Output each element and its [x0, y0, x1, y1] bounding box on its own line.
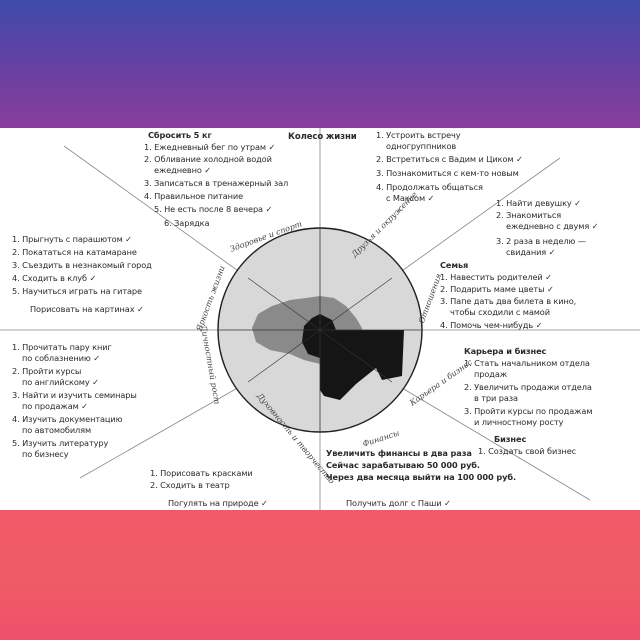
leisure-item-1: 1. Прыгнуть с парашютом ✓ [12, 234, 132, 244]
friends-item-1: 1. Устроить встречу одногруппников [376, 130, 461, 151]
career-header: Карьера и бизнес [464, 346, 547, 356]
family-item-1: 1. Навестить родителей ✓ [440, 272, 552, 282]
career-item-3: 3. Пройти курсы по продажам и личностном… [464, 406, 593, 427]
career-sub-item-1: 1. Создать свой бизнес [478, 446, 577, 456]
finance-line-1: Увеличить финансы в два раза [326, 448, 472, 458]
wheel-diagram [0, 128, 640, 510]
growth-item-4: 4. Изучить документацию по автомобилям [12, 414, 123, 435]
leisure-item-3: 3. Съездить в незнакомый город [12, 260, 152, 270]
divider-diagonal-br [391, 381, 591, 501]
spiritual-footer: Погулять на природе ✓ [168, 498, 268, 508]
career-sub-header: Бизнес [494, 434, 527, 444]
spiritual-item-2: 2. Сходить в театр [150, 480, 230, 490]
growth-item-2: 2. Пройти курсы по английскому ✓ [12, 366, 99, 387]
friends-item-3: 3. Познакомиться с кем-то новым [376, 168, 519, 178]
health-item-2: 2. Обливание холодной водой ежедневно ✓ [144, 154, 272, 175]
finance-line-2: Сейчас зарабатываю 50 000 руб. [326, 460, 480, 470]
background-top-band [0, 0, 640, 128]
finance-footer: Получить долг с Паши ✓ [346, 498, 451, 508]
divider-diagonal-tr [391, 157, 561, 279]
growth-item-3: 3. Найти и изучить семинары по продажам … [12, 390, 137, 411]
health-header: Сбросить 5 кг [148, 130, 212, 140]
wheel-title: Колесо жизни [288, 132, 357, 142]
leisure-item-5: 5. Научиться играть на гитаре [12, 286, 142, 296]
health-item-3: 3. Записаться в тренажерный зал [144, 178, 289, 188]
growth-item-5: 5. Изучить литературу по бизнесу [12, 438, 109, 459]
relationships-item-3: 3. 2 раза в неделю — свидания ✓ [496, 236, 586, 257]
relationships-item-2: 2. Знакомиться ежедневно с двумя ✓ [496, 210, 599, 231]
health-item-5: 5. Не есть после 8 вечера ✓ [144, 204, 273, 214]
friends-item-4: 4. Продолжать общаться с Максом ✓ [376, 182, 483, 203]
leisure-footer: Порисовать на картинах ✓ [30, 304, 144, 314]
divider-diagonal-tl [63, 145, 249, 279]
leisure-item-2: 2. Покататься на катамаране [12, 247, 137, 257]
relationships-item-1: 1. Найти девушку ✓ [496, 198, 581, 208]
family-item-3: 3. Папе дать два билета в кино, чтобы сх… [440, 296, 577, 317]
health-item-1: 1. Ежедневный бег по утрам ✓ [144, 142, 276, 152]
health-item-6: 6. Зарядка [144, 218, 210, 228]
spiritual-item-1: 1. Порисовать красками [150, 468, 253, 478]
wheel-axis-diag2 [247, 277, 393, 383]
family-item-2: 2. Подарить маме цветы ✓ [440, 284, 554, 294]
career-item-2: 2. Увеличить продажи отдела в три раза [464, 382, 592, 403]
finance-line-3: Через два месяца выйти на 100 000 руб. [326, 472, 516, 482]
health-item-4: 4. Правильное питание [144, 191, 244, 201]
family-header: Семья [440, 260, 469, 270]
growth-item-1: 1. Прочитать пару книг по соблазнению ✓ [12, 342, 112, 363]
divider-diagonal-bl [79, 381, 249, 479]
career-item-1: 1. Стать начальником отдела продаж [464, 358, 590, 379]
background-bottom-band [0, 510, 640, 640]
family-item-4: 4. Помочь чем-нибудь ✓ [440, 320, 543, 330]
friends-item-2: 2. Встретиться с Вадим и Циком ✓ [376, 154, 523, 164]
leisure-item-4: 4. Сходить в клуб ✓ [12, 273, 97, 283]
life-wheel-sheet: Колесо жизни Сбросить 5 кг 1. Ежедневный… [0, 128, 640, 510]
